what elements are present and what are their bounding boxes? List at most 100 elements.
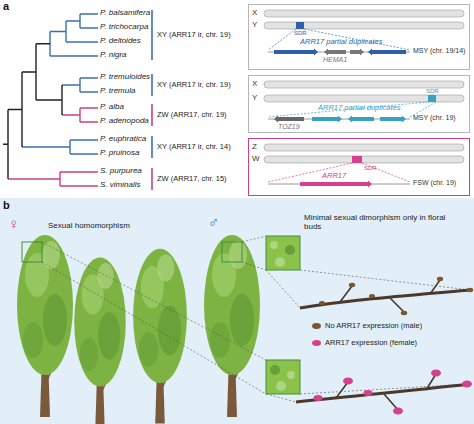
species-name: S. purpurea	[100, 167, 142, 176]
female-twig	[462, 381, 472, 388]
chromosomes-box2	[380, 116, 406, 123]
chromosomes-box3	[264, 156, 464, 163]
zoom-leaders	[242, 262, 266, 270]
panel-letter: b	[3, 199, 10, 211]
chr-label: Y	[252, 94, 257, 103]
sdr-label: SDR	[426, 88, 439, 95]
male-twig	[300, 277, 473, 315]
species-name: P. euphratica	[100, 135, 146, 144]
chromosomes-box2	[264, 81, 464, 88]
sex-system-label: XY (ARR17 ir, chr. 14)	[157, 143, 231, 151]
zoom-boxes	[275, 257, 285, 267]
dup-label: ARR17	[322, 172, 346, 180]
zoom-boxes	[266, 360, 300, 394]
sex-symbol: ♀	[8, 216, 19, 233]
zoom-frames	[22, 242, 242, 262]
legend-swatch	[312, 323, 321, 329]
trees	[74, 258, 126, 424]
legend-swatch	[312, 340, 321, 346]
male-twig	[340, 280, 440, 312]
chr-label: Z	[252, 143, 257, 152]
male-twig	[437, 277, 443, 281]
zoom-leaders	[266, 270, 300, 308]
sex-system-label: XY (ARR17 ir, chr. 19)	[157, 81, 231, 89]
male-twig	[319, 301, 325, 305]
sex-symbol: ♂	[208, 214, 219, 231]
trees	[133, 249, 187, 424]
legend-text: ARR17 expression (female)	[325, 338, 417, 347]
trees	[17, 235, 260, 424]
xy-clade	[50, 14, 98, 56]
panel-background	[0, 198, 474, 424]
chromosome-panel: XY SDR ARR17 partial duplicatesTOZ19 MSY (c…	[248, 75, 470, 133]
chr-label: W	[252, 155, 260, 164]
chromosomes-box3	[362, 163, 410, 182]
sex-system-label: ZW (ARR17, chr. 15)	[157, 175, 227, 183]
sex-system-label: XY (ARR17 ir, chr. 19)	[157, 31, 231, 39]
msy-label: MSY (chr. 19/14)	[413, 47, 465, 55]
trees	[204, 235, 260, 417]
chromosomes-box2	[274, 116, 304, 123]
group-bars	[151, 136, 153, 158]
male-twig	[349, 283, 355, 287]
female-twig	[314, 395, 323, 401]
zoom-boxes	[266, 236, 300, 394]
species-name: P. alba	[100, 103, 124, 112]
female-twig	[364, 390, 373, 396]
chromosomes-box3	[264, 144, 464, 151]
group-bars	[151, 168, 153, 190]
chromosomes-box2	[428, 95, 436, 102]
chromosomes-box1	[368, 49, 406, 56]
chromosomes-box2	[264, 95, 464, 102]
zoom-boxes	[287, 371, 295, 379]
legend-entry: No ARR17 expression (male)	[312, 322, 422, 330]
chr-label: X	[252, 80, 257, 89]
female-twig	[296, 384, 470, 402]
zoom-frames	[22, 242, 42, 262]
species-name: P. tremula	[100, 87, 135, 96]
backbone	[3, 44, 62, 179]
legend-text: No ARR17 expression (male)	[325, 321, 422, 330]
male-twig	[401, 311, 407, 315]
zoom-boxes	[266, 236, 300, 270]
female-twig	[393, 408, 403, 415]
msy-label: MSY (chr. 19)	[413, 114, 456, 122]
chromosomes-box3	[300, 181, 372, 188]
gene-label: TOZ19	[278, 123, 300, 131]
phylogeny	[3, 14, 98, 186]
annotation: Minimal sexual dimorphism only in floral…	[304, 214, 464, 232]
xy-clade	[22, 140, 98, 154]
group-bars	[151, 104, 153, 126]
male-twig	[467, 288, 473, 292]
species-name: P. adenopoda	[100, 117, 149, 126]
group-bars	[151, 74, 153, 96]
female-twig	[343, 378, 353, 385]
group-bars	[151, 10, 153, 190]
chromosomes-box1	[264, 10, 464, 17]
dup-label: ARR17 partial duplicates	[318, 104, 401, 112]
zoom-leaders	[42, 242, 266, 360]
chromosomes-box2	[348, 116, 374, 123]
species-name: P. deltoides	[100, 37, 141, 46]
zoom-leaders	[300, 270, 470, 290]
chromosomes-box1	[274, 49, 318, 56]
zoom-leaders	[42, 236, 470, 402]
xy-clade	[62, 78, 98, 92]
chromosomes-box3	[268, 163, 352, 182]
trees	[17, 235, 73, 417]
zoom-leaders	[266, 394, 296, 402]
zoom-boxes	[285, 245, 295, 255]
gene-label: HEMA1	[323, 56, 347, 64]
species-name: S. viminalis	[100, 181, 140, 190]
female-twig	[296, 370, 472, 415]
chr-label: X	[252, 9, 257, 18]
dup-label: ARR17 partial duplicates	[300, 38, 383, 46]
species-name: P. trichocarpa	[100, 23, 148, 32]
legend-entry: ARR17 expression (female)	[312, 339, 417, 347]
panel-letter: a	[3, 0, 9, 12]
chromosome-panel: ZWSDRARR17FSW (chr. 19)	[248, 138, 470, 196]
sdr-label: SDR	[364, 165, 377, 172]
male-twig	[369, 294, 375, 298]
